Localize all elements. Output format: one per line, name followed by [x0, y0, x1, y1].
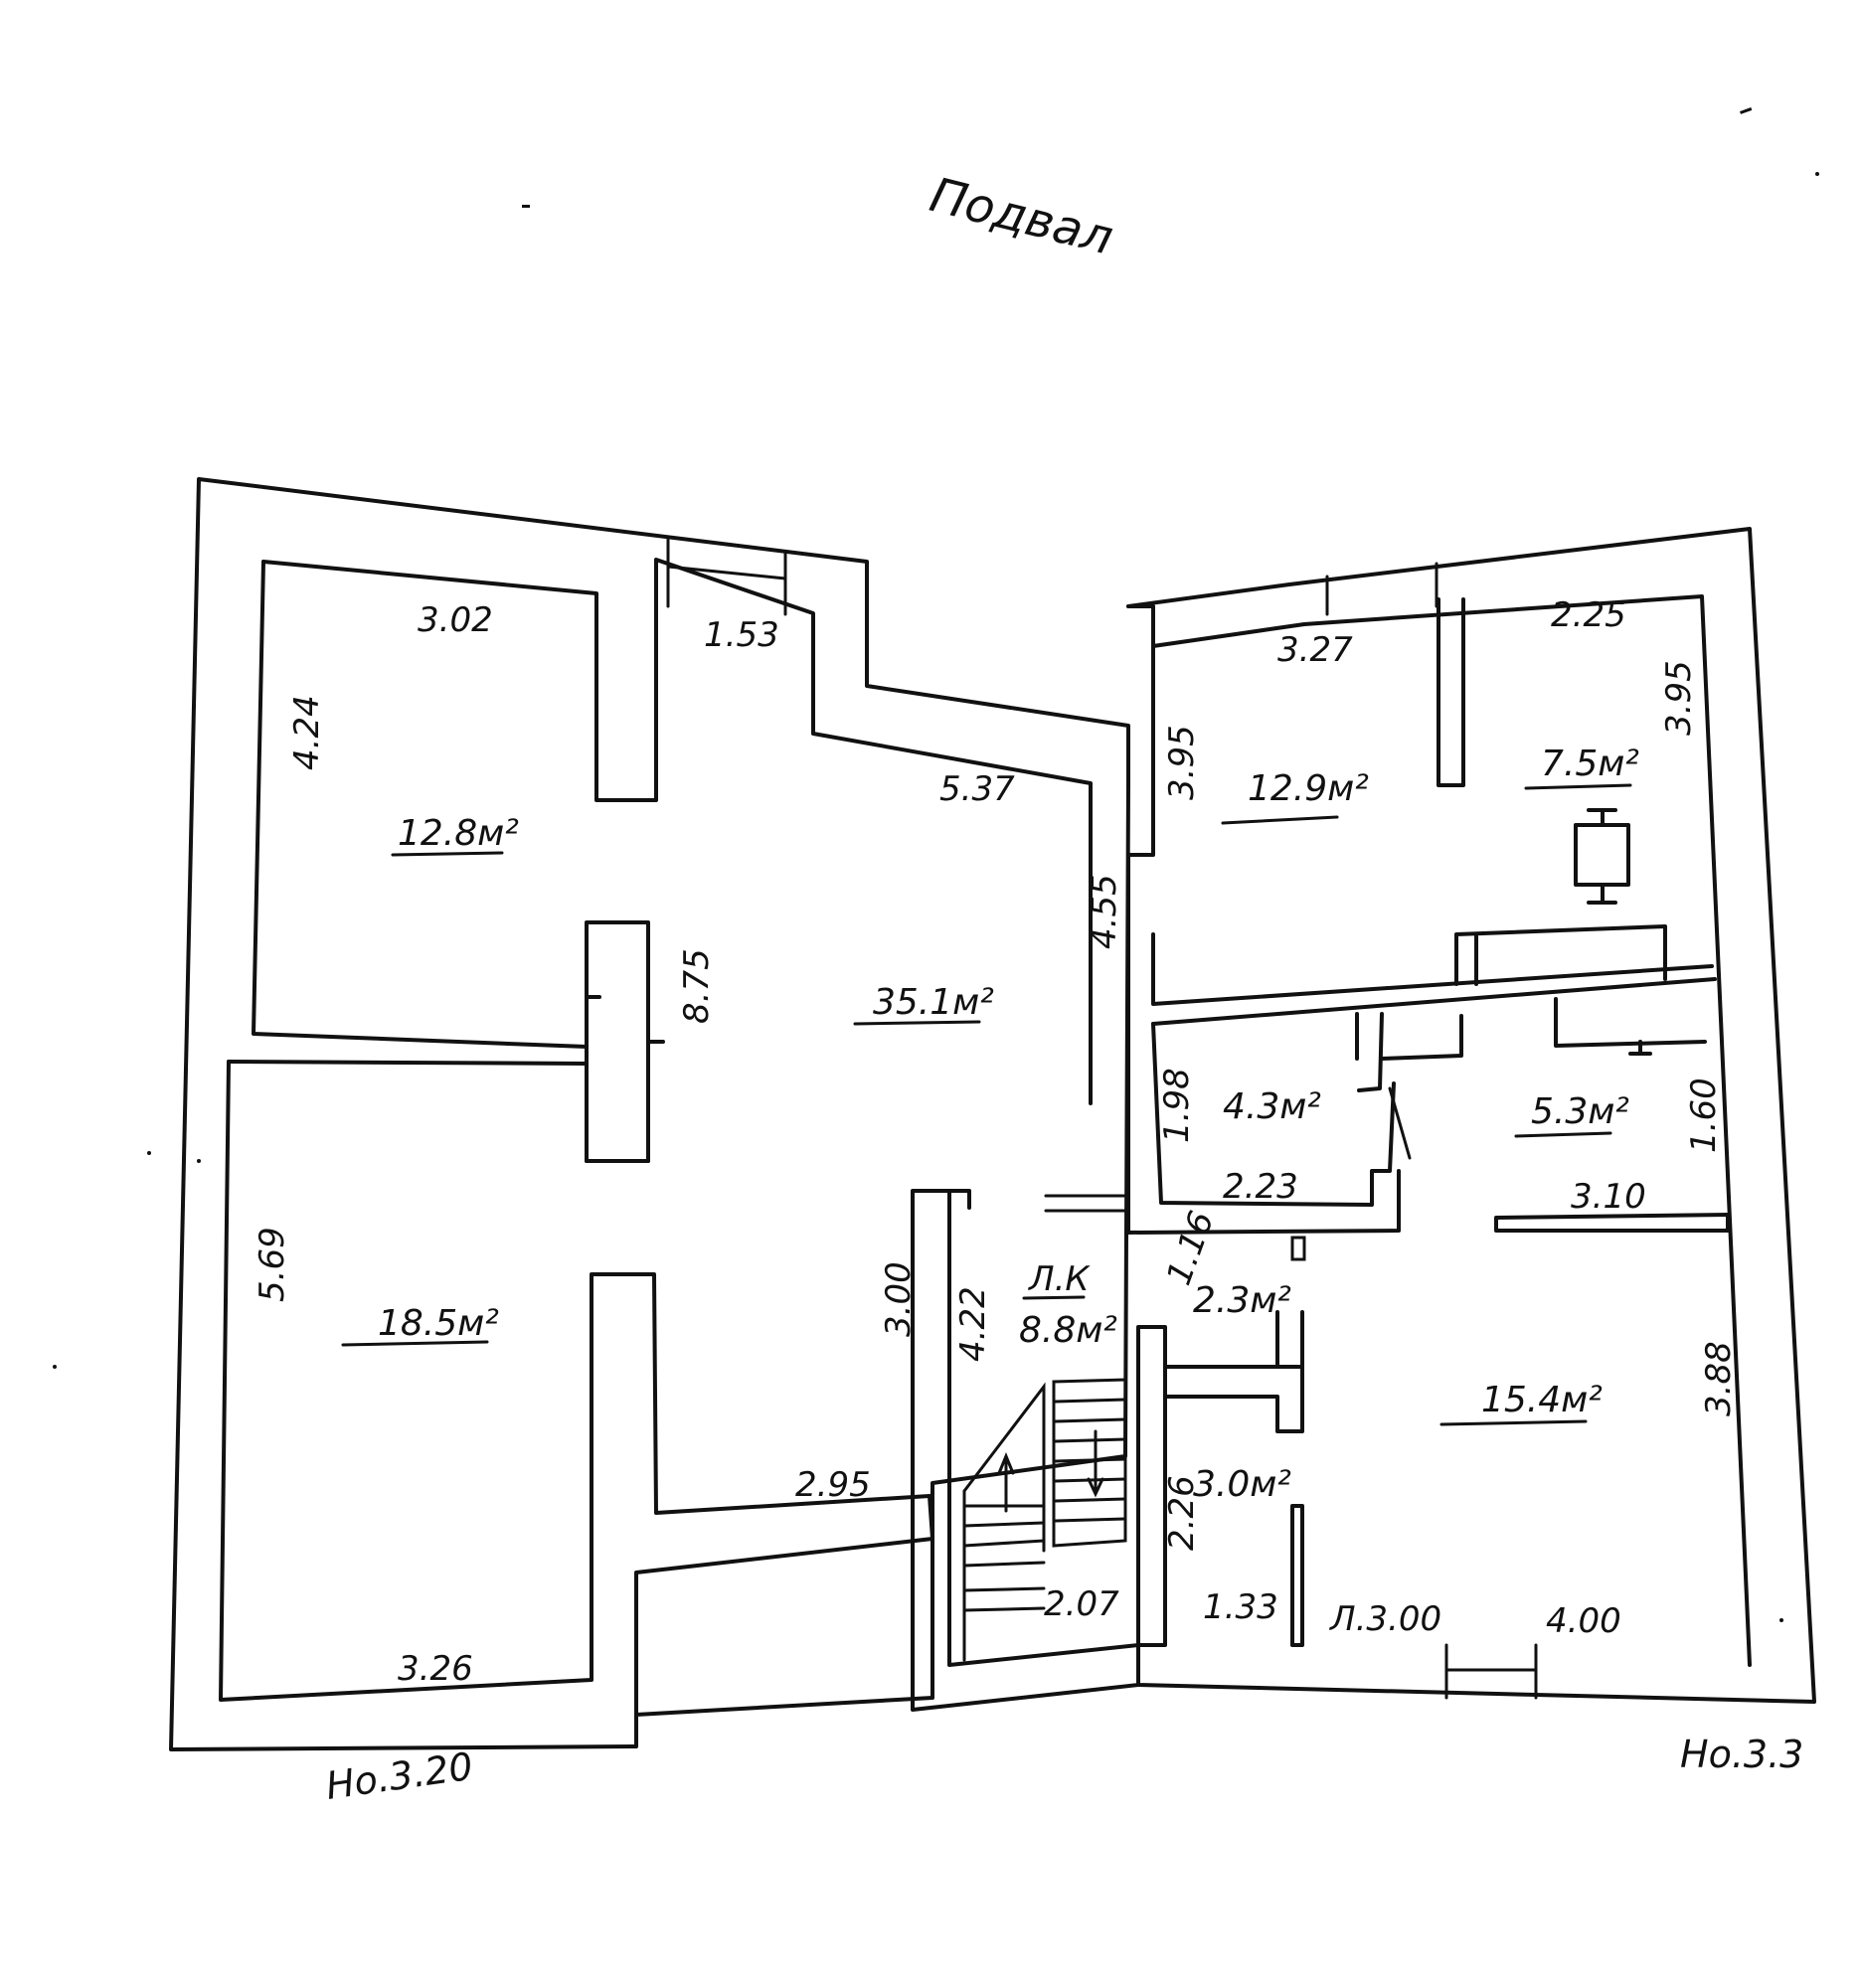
room-r7-width: 3.10: [1571, 1177, 1646, 1217]
inner-wall-right-block: [1151, 594, 1752, 1667]
wall-r9-r10: [1136, 1325, 1167, 1647]
outer-wall-left-block: [169, 477, 1130, 1751]
room-r11-width-left: Л.3.00: [1328, 1599, 1441, 1639]
room-r9-dim: 1.16: [1159, 1206, 1222, 1290]
fixture-r5: [1574, 808, 1630, 905]
room-r11-width-right: 4.00: [1546, 1601, 1621, 1641]
hall-dim-3: 8.75: [677, 948, 717, 1024]
paper-specks: [53, 107, 1819, 1622]
mark-right: Но.3.3: [1680, 1733, 1803, 1776]
partition-r10: [1163, 1310, 1304, 1433]
room-r1-area: 12.8м²: [398, 813, 519, 854]
room-r6-outer: [1126, 853, 1401, 1235]
hall-dim-2: 5.37: [939, 769, 1015, 809]
stair-room-walls: [911, 1189, 1140, 1712]
room-r7-height: 1.60: [1684, 1077, 1724, 1153]
room-r7-area-underline: [1514, 1131, 1612, 1138]
room-r2-area-underline: [341, 1340, 489, 1347]
room-r9-area: 2.3м²: [1193, 1280, 1291, 1321]
room-r11-area-underline: [1439, 1419, 1588, 1426]
room-r1-width: 3.02: [418, 600, 493, 640]
hall-area: 35.1м²: [873, 982, 994, 1023]
room-r5-area-underline: [1524, 783, 1632, 790]
room-r6-height: 1.98: [1157, 1068, 1197, 1143]
plan-title: Подвал: [925, 167, 1118, 266]
room-r10-area: 3.0м²: [1193, 1464, 1291, 1505]
window-bottom-right: [1444, 1643, 1538, 1700]
room-r5-area: 7.5м²: [1541, 744, 1639, 784]
room-r6-area: 4.3м²: [1223, 1086, 1321, 1127]
staircase: [962, 1378, 1127, 1662]
room-r11-area: 15.4м²: [1481, 1380, 1603, 1420]
room-r7-bottom: [1494, 1213, 1730, 1233]
stair-height-inner: 4.22: [953, 1286, 993, 1362]
stair-area: 8.8м²: [1019, 1310, 1117, 1351]
room-r10-width: 1.33: [1203, 1587, 1278, 1627]
pier-wall: [585, 920, 650, 1163]
room-r11-height: 3.88: [1699, 1341, 1739, 1416]
window-top-right: [1325, 562, 1438, 616]
counter-r5: [1454, 924, 1667, 986]
room-r2-width: 3.26: [398, 1649, 473, 1689]
room-r2-walls: [227, 1040, 665, 1163]
hall-dim-4: 4.55: [1085, 874, 1124, 949]
room-r1-height: 4.24: [287, 695, 327, 770]
room-r6-width: 2.23: [1223, 1167, 1298, 1207]
room-r2-bottom: [219, 1060, 934, 1717]
room-r4-height: 3.95: [1162, 725, 1202, 800]
niche-small: [1290, 1236, 1306, 1261]
room-r7-partition: [1554, 997, 1707, 1056]
window-top-left: [666, 538, 787, 616]
room-r6-partition: [1355, 1012, 1463, 1092]
room-r4-width: 3.27: [1277, 630, 1353, 670]
room-r1-area-underline: [391, 851, 504, 857]
room-r5-width: 2.25: [1551, 595, 1626, 635]
room-r7-area: 5.3м²: [1531, 1091, 1629, 1132]
room-r6-walls: [1151, 1022, 1396, 1207]
hall-dim-5: 2.95: [795, 1465, 871, 1505]
stair-entry-wall: [1044, 1194, 1130, 1213]
partition-r4-r5: [1437, 597, 1465, 787]
stair-label-underline: [1022, 1295, 1086, 1300]
mark-left: Но.3.20: [323, 1744, 475, 1808]
hall-dim-1: 1.53: [704, 615, 779, 655]
room-r2-height: 5.69: [253, 1227, 292, 1302]
hall-area-underline: [853, 1020, 981, 1026]
room-r4-area: 12.9м²: [1248, 768, 1369, 809]
room-r4-walls: [1126, 604, 1155, 857]
partition-r11: [1290, 1504, 1304, 1647]
room-r4-area-underline: [1221, 815, 1339, 825]
room-r2-area: 18.5м²: [378, 1303, 499, 1344]
room-r5-height: 3.95: [1659, 660, 1699, 736]
outer-wall-right-block: [1126, 527, 1816, 1704]
door-r6: [1388, 1086, 1412, 1160]
inner-wall-left-block: [261, 558, 1093, 1105]
room-r10-height: 2.26: [1162, 1475, 1202, 1551]
corridor-wall-upper: [1151, 932, 1717, 1026]
stair-height-outer: 3.00: [879, 1261, 919, 1337]
outer-walls: [169, 477, 1816, 1751]
stair-label: Л.К: [1027, 1259, 1091, 1299]
stair-width: 2.07: [1044, 1584, 1119, 1624]
